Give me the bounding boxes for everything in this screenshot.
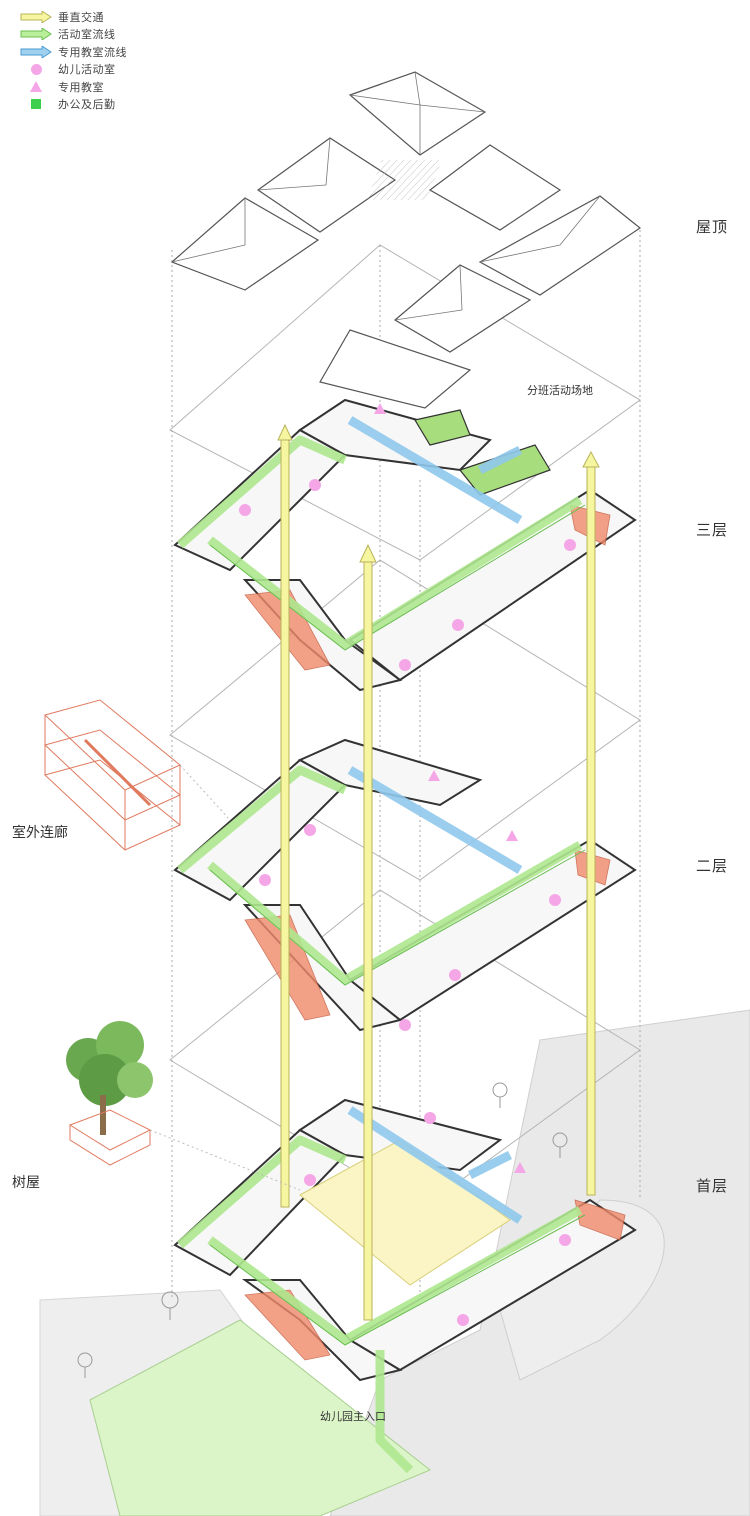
legend-label: 办公及后勤: [58, 98, 116, 112]
office-green-blocks: [414, 409, 551, 496]
outdoor-corridor-inset: [44, 699, 231, 851]
tree-house-inset: [66, 1021, 301, 1191]
annotation-outdoor-corridor: 室外连廊: [12, 825, 68, 841]
roof-skylight-hatch: [367, 160, 442, 200]
special-classroom-markers: [374, 403, 526, 1173]
activity-room-markers: [239, 479, 576, 1326]
blue-arrow-icon: [18, 45, 54, 58]
floor-label-third: 三层: [696, 521, 729, 539]
legend-item-special-classroom: 专用教室: [18, 78, 127, 96]
special-classroom-routes: [347, 416, 523, 1224]
floor-label-second: 二层: [696, 857, 729, 875]
annotation-main-entrance: 幼儿园主入口: [320, 1410, 386, 1423]
green-square-icon: [31, 99, 41, 110]
vertical-circulation-arrows: [277, 423, 600, 1321]
annotation-tree-house: 树屋: [12, 1175, 40, 1191]
second-floor-slab: [173, 738, 637, 1032]
legend-item-activity-route: 活动室流线: [18, 26, 127, 44]
legend-label: 幼儿活动室: [58, 63, 116, 77]
site-trees: [77, 1082, 568, 1378]
legend-label: 垂直交通: [58, 10, 104, 24]
green-arrow-icon: [18, 28, 54, 41]
pink-circle-icon: [30, 63, 42, 75]
legend-label: 专用教室: [58, 80, 104, 94]
floor-label-roof: 屋顶: [696, 218, 729, 236]
legend-label: 专用教室流线: [58, 45, 127, 59]
entrance-plaza: [89, 1319, 431, 1516]
floor-label-ground: 首层: [696, 1177, 729, 1195]
annotation-class-activity-area: 分班活动场地: [527, 384, 593, 397]
legend-item-activity-room: 幼儿活动室: [18, 61, 127, 79]
pink-triangle-icon: [30, 81, 42, 93]
activity-route-edges: [209, 504, 586, 1346]
activity-room-routes: [177, 435, 583, 1474]
legend-label: 活动室流线: [58, 28, 116, 42]
legend-item-special-route: 专用教室流线: [18, 43, 127, 61]
roof-ridge-lines: [171, 71, 601, 321]
legend-item-vertical: 垂直交通: [18, 8, 127, 26]
legend-item-office: 办公及后勤: [18, 96, 127, 114]
yellow-arrow-icon: [18, 10, 54, 23]
legend: 垂直交通 活动室流线 专用教室流线 幼儿活动室 专用教室 办公及后勤: [18, 8, 127, 113]
roof-pieces: [170, 71, 642, 409]
site-ground-curve: [499, 1199, 665, 1381]
